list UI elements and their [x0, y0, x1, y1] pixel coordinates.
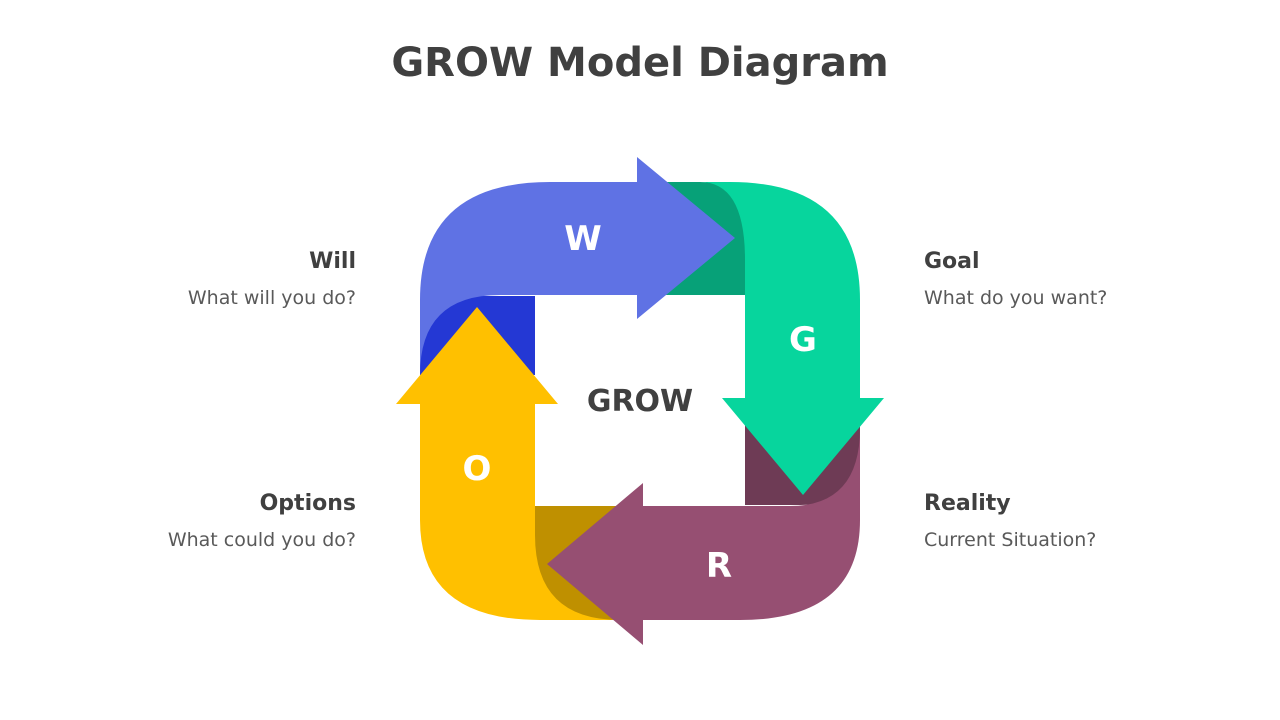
will-arrow — [420, 157, 735, 375]
options-description: What could you do? — [167, 529, 356, 551]
center-label: GROW — [587, 384, 693, 419]
will-caption: Will What will you do? — [96, 249, 356, 310]
options-arrow — [396, 307, 620, 620]
goal-caption: Goal What do you want? — [924, 249, 1184, 310]
reality-caption: Reality Current Situation? — [924, 491, 1184, 552]
will-description: What will you do? — [187, 287, 356, 309]
goal-description: What do you want? — [924, 287, 1108, 309]
reality-letter: R — [706, 546, 732, 586]
will-letter: W — [564, 219, 602, 259]
reality-heading: Reality — [924, 491, 1011, 516]
goal-arrow — [700, 182, 884, 495]
options-heading: Options — [259, 491, 356, 516]
reality-description: Current Situation? — [924, 529, 1097, 551]
options-caption: Options What could you do? — [96, 491, 356, 552]
goal-heading: Goal — [924, 249, 980, 274]
will-heading: Will — [309, 249, 356, 274]
options-letter: O — [463, 449, 492, 489]
goal-letter: G — [789, 320, 817, 360]
reality-arrow — [547, 428, 860, 645]
page-title: GROW Model Diagram — [391, 40, 889, 86]
